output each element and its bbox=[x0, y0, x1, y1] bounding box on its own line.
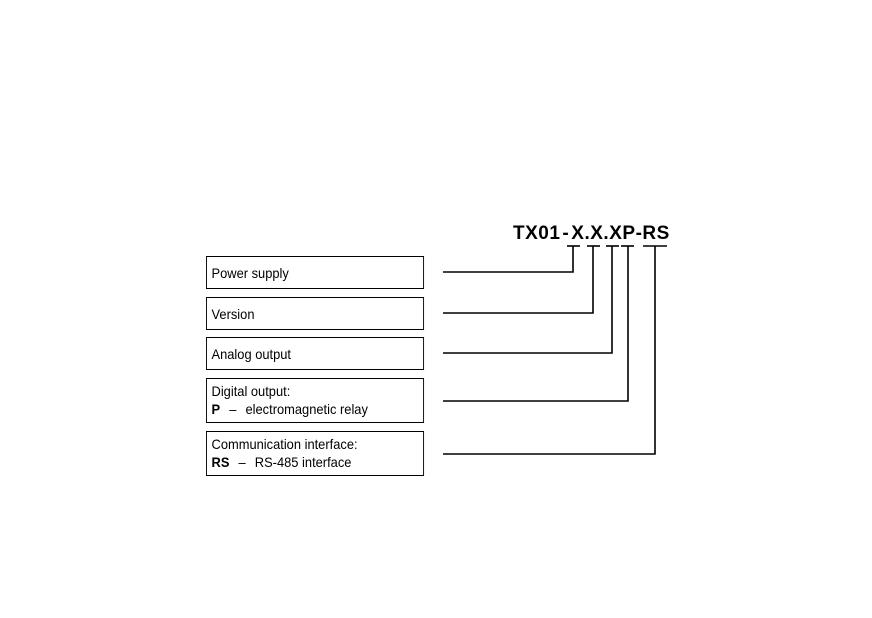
connector-communication bbox=[443, 246, 656, 455]
analog-output-box: Analog output bbox=[206, 337, 425, 370]
version-label: Version bbox=[211, 306, 255, 322]
digital-output-option: P – electromagnetic relay bbox=[212, 400, 419, 418]
code-field-communication: RS bbox=[642, 223, 670, 244]
code-field-analog-output: X bbox=[609, 223, 623, 244]
communication-interface-box: Communication interface: RS – RS-485 int… bbox=[206, 431, 425, 476]
product-code: TX01-X.X.XP-RS bbox=[513, 222, 670, 246]
analog-output-label: Analog output bbox=[211, 346, 292, 362]
code-field-power-supply: X bbox=[571, 223, 585, 244]
connector-version bbox=[443, 246, 594, 314]
communication-interface-key: RS bbox=[211, 454, 230, 470]
power-supply-box: Power supply bbox=[206, 256, 425, 289]
digital-output-key: P bbox=[211, 401, 221, 417]
digital-output-label: Digital output: bbox=[211, 383, 291, 399]
code-field-digital-output: P bbox=[622, 223, 636, 244]
digital-output-box: Digital output: P – electromagnetic rela… bbox=[206, 378, 425, 423]
communication-interface-desc: RS-485 interface bbox=[254, 454, 352, 470]
communication-interface-label: Communication interface: bbox=[211, 436, 358, 452]
connector-power-supply bbox=[443, 246, 574, 273]
connector-analog-output bbox=[443, 246, 613, 354]
code-dot: . bbox=[603, 223, 610, 244]
code-prefix: TX01 bbox=[513, 223, 561, 244]
digital-output-dash: – bbox=[229, 401, 237, 417]
connector-digital-output bbox=[443, 246, 629, 402]
digital-output-desc: electromagnetic relay bbox=[245, 401, 368, 417]
code-field-version: X bbox=[590, 223, 604, 244]
version-box: Version bbox=[206, 297, 425, 330]
communication-interface-option: RS – RS-485 interface bbox=[212, 453, 419, 471]
communication-interface-dash: – bbox=[238, 454, 246, 470]
code-separator: - bbox=[562, 223, 570, 244]
code-dot: . bbox=[584, 223, 591, 244]
power-supply-label: Power supply bbox=[211, 265, 289, 281]
code-separator: - bbox=[635, 223, 643, 244]
